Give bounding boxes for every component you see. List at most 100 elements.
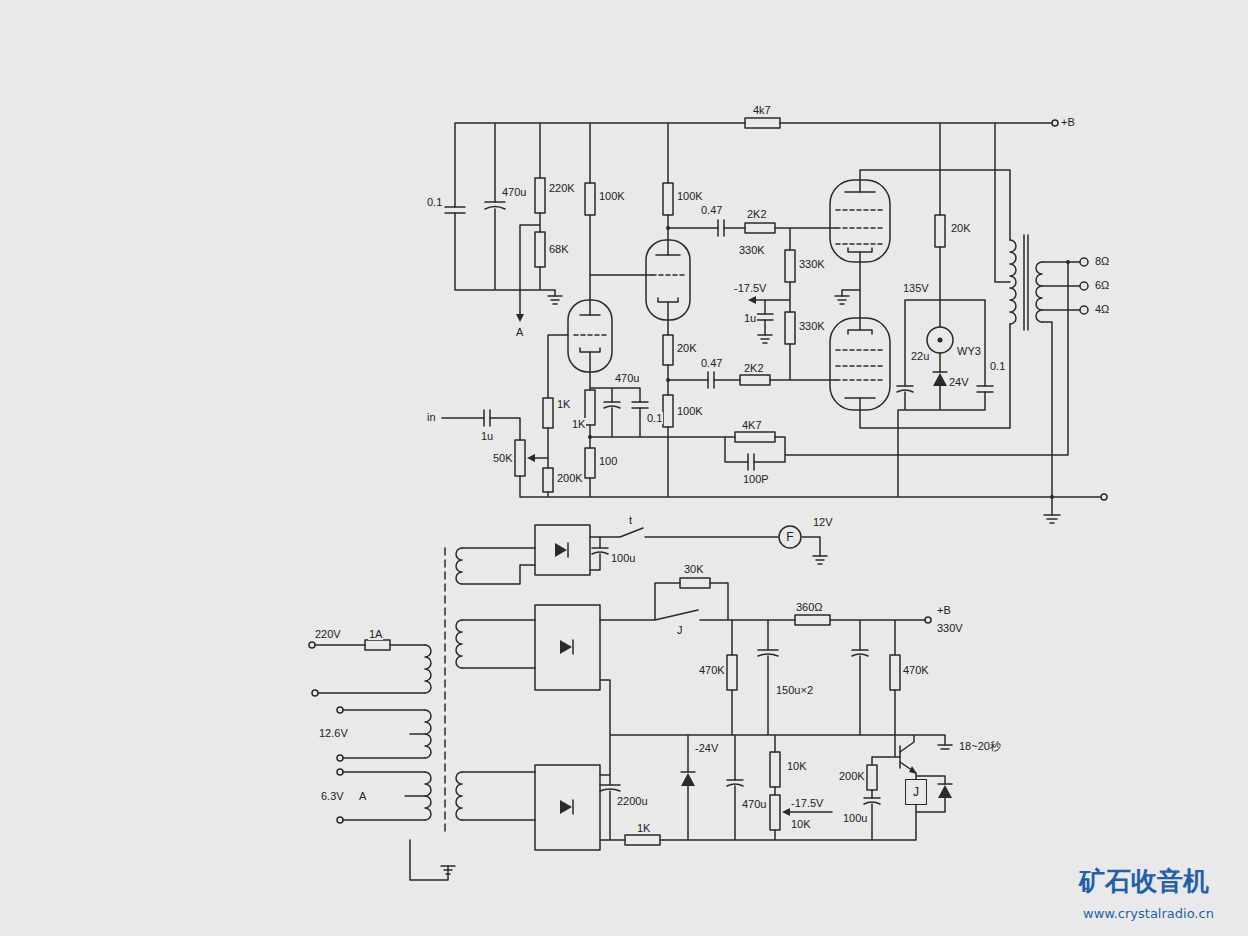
neon-electrode bbox=[938, 338, 943, 343]
component-label: 22u bbox=[910, 350, 930, 362]
wire bbox=[442, 123, 1100, 515]
component-label: 470u bbox=[501, 186, 527, 198]
component-label: 470K bbox=[698, 664, 726, 676]
component-label: 100K bbox=[598, 190, 626, 202]
vacuum-tube bbox=[646, 240, 690, 320]
component-label: +B bbox=[936, 604, 952, 616]
component-label: 24V bbox=[948, 376, 970, 388]
component-label: 330V bbox=[936, 622, 964, 634]
vacuum-tube bbox=[830, 180, 890, 262]
junction-dot bbox=[588, 435, 592, 439]
component-label: 100u bbox=[842, 812, 868, 824]
component-label: -17.5V bbox=[733, 282, 767, 294]
schematic-lines bbox=[309, 118, 1107, 880]
component-label: 330K bbox=[798, 258, 826, 270]
component-label: 220V bbox=[314, 628, 342, 640]
component-label: 470u bbox=[614, 372, 640, 384]
component-label: 0.1 bbox=[989, 360, 1006, 372]
component-label: 50K bbox=[492, 452, 514, 464]
component-label: A bbox=[358, 790, 367, 802]
component-label: 1K bbox=[571, 418, 586, 430]
neon-regulator bbox=[927, 327, 953, 353]
component-label: 12.6V bbox=[318, 727, 349, 739]
component-label: +B bbox=[1060, 116, 1076, 128]
component-label: 0.47 bbox=[700, 357, 723, 369]
vacuum-tube bbox=[830, 318, 890, 410]
component-label: 4k7 bbox=[752, 104, 772, 116]
transformer-core bbox=[444, 548, 446, 835]
terminal bbox=[1052, 120, 1058, 126]
schematic-fills bbox=[516, 226, 1070, 816]
fan-symbol: F bbox=[778, 525, 802, 549]
component-label: 2K2 bbox=[746, 208, 768, 220]
component-label: 4K7 bbox=[741, 419, 763, 431]
component-label: 330K bbox=[738, 244, 766, 256]
terminal bbox=[337, 755, 343, 761]
component-label: 1u bbox=[480, 430, 494, 442]
junction-dot bbox=[1050, 495, 1054, 499]
ground-symbol bbox=[441, 296, 1060, 874]
component-label: in bbox=[426, 411, 437, 423]
component-label: 470K bbox=[902, 664, 930, 676]
terminal bbox=[337, 769, 343, 775]
component-label: 8Ω bbox=[1094, 255, 1110, 267]
component-label: 1K bbox=[556, 398, 571, 410]
component-label: -17.5V bbox=[790, 797, 824, 809]
terminal bbox=[1101, 494, 1107, 500]
arrow-head bbox=[516, 296, 917, 816]
component-label: 68K bbox=[548, 243, 570, 255]
component-label: 100u bbox=[610, 552, 636, 564]
component-label: 6Ω bbox=[1094, 279, 1110, 291]
terminal bbox=[309, 642, 315, 648]
component-label: A bbox=[515, 326, 524, 338]
component-label: 100K bbox=[676, 190, 704, 202]
watermark: 矿石收音机 bbox=[1078, 866, 1210, 896]
resistor-symbol bbox=[365, 118, 945, 845]
component-label: 6.3V bbox=[320, 790, 345, 802]
component-label: 135V bbox=[902, 282, 930, 294]
component-label: 12V bbox=[812, 516, 834, 528]
component-label: J bbox=[676, 624, 684, 636]
tube-grid bbox=[574, 210, 884, 380]
terminal bbox=[1080, 258, 1088, 266]
component-label: 2K2 bbox=[743, 362, 765, 374]
component-label: 30K bbox=[683, 563, 705, 575]
transformer-winding bbox=[425, 235, 1042, 820]
junction-dot bbox=[666, 378, 670, 382]
component-label: 1K bbox=[636, 822, 651, 834]
component-label: 1A bbox=[368, 628, 383, 640]
vacuum-tube bbox=[568, 300, 612, 372]
relay-coil: J bbox=[905, 779, 927, 805]
zener-diode bbox=[681, 372, 952, 784]
terminal bbox=[312, 690, 318, 696]
component-label: 20K bbox=[950, 222, 972, 234]
vacuum-tube bbox=[580, 192, 900, 768]
component-label: 18~20秒 bbox=[958, 740, 1002, 752]
component-label: 0.47 bbox=[700, 204, 723, 216]
terminal bbox=[925, 617, 931, 623]
component-label: t bbox=[628, 514, 633, 526]
capacitor-symbol bbox=[445, 202, 993, 804]
junction-dot bbox=[1066, 260, 1070, 264]
terminal bbox=[1080, 282, 1088, 290]
component-label: 330K bbox=[798, 320, 826, 332]
node-text: J bbox=[913, 786, 919, 799]
junction-dot bbox=[666, 226, 670, 230]
component-label: 360Ω bbox=[795, 601, 824, 613]
fan-outline bbox=[779, 526, 801, 548]
terminal bbox=[1080, 306, 1088, 314]
component-label: 470u bbox=[741, 798, 767, 810]
terminal bbox=[337, 817, 343, 823]
watermark: www.crystalradio.cn bbox=[1082, 906, 1215, 921]
diode-symbol bbox=[555, 373, 952, 814]
component-label: 4Ω bbox=[1094, 303, 1110, 315]
node-text: F bbox=[786, 531, 793, 544]
component-label: 10K bbox=[786, 760, 808, 772]
component-label: 200K bbox=[556, 472, 584, 484]
wire bbox=[315, 528, 945, 880]
component-label: 20K bbox=[676, 342, 698, 354]
component-label: 1u bbox=[743, 312, 757, 324]
component-label: 200K bbox=[838, 770, 866, 782]
component-label: 150u×2 bbox=[775, 684, 814, 696]
terminal bbox=[337, 707, 343, 713]
